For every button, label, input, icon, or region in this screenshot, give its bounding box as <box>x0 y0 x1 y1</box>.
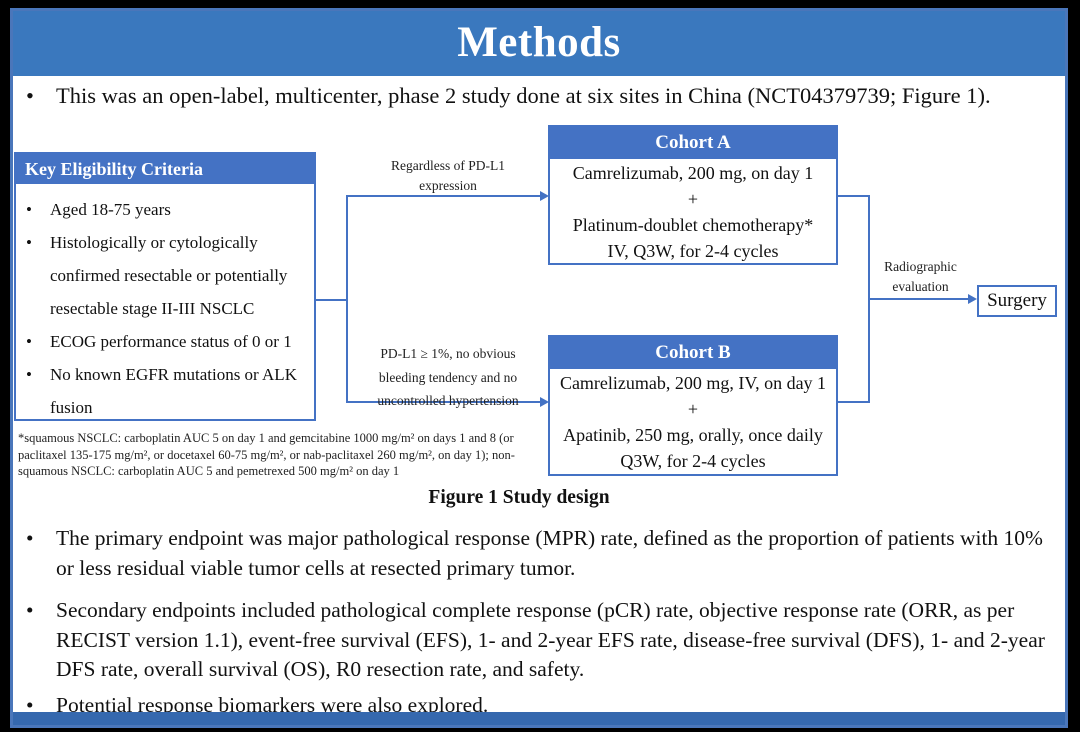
connector-cohort-a-out <box>838 195 868 197</box>
intro-bullet: • This was an open-label, multicenter, p… <box>23 81 1051 111</box>
cohort-a-box: Cohort A Camrelizumab, 200 mg, on day 1 … <box>548 125 838 265</box>
slide: Methods • This was an open-label, multic… <box>10 8 1068 728</box>
page-title: Methods <box>457 19 621 66</box>
cohort-a-line: Camrelizumab, 200 mg, on day 1 <box>572 163 814 183</box>
eligibility-item: • ECOG performance status of 0 or 1 <box>26 325 310 358</box>
primary-endpoint-bullet: • The primary endpoint was major patholo… <box>23 524 1047 583</box>
eligibility-header: Key Eligibility Criteria <box>16 154 314 184</box>
eligibility-item-text: ECOG performance status of 0 or 1 <box>50 332 292 351</box>
secondary-endpoint-text: Secondary endpoints included pathologica… <box>56 598 1045 681</box>
cohort-b-line: Apatinib, 250 mg, orally, once daily <box>563 425 823 445</box>
eligibility-item-text: Histologically or cytologically confirme… <box>50 233 288 318</box>
bullet-icon: • <box>26 693 34 717</box>
radiographic-evaluation-label: Radiographic evaluation <box>884 259 957 294</box>
connector-cohort-b-out <box>838 401 868 403</box>
eligibility-item-text: Aged 18-75 years <box>50 200 171 219</box>
bullet-icon: • <box>26 598 34 622</box>
connector-branch-vertical <box>346 195 348 403</box>
cohort-b-line: + <box>687 399 699 419</box>
connector-eligibility-out <box>316 299 346 301</box>
cohort-a-line: Platinum-doublet chemotherapy* <box>572 215 814 235</box>
cohort-b-box: Cohort B Camrelizumab, 200 mg, IV, on da… <box>548 335 838 476</box>
connector-to-cohort-a <box>346 195 540 197</box>
chemotherapy-footnote: *squamous NSCLC: carboplatin AUC 5 on da… <box>18 431 515 478</box>
cohort-a-header: Cohort A <box>550 127 836 159</box>
eligibility-item: • Aged 18-75 years <box>26 193 310 226</box>
slide-title-banner: Methods <box>13 11 1065 76</box>
primary-endpoint-text: The primary endpoint was major pathologi… <box>56 526 1043 580</box>
bullet-icon: • <box>26 365 32 384</box>
cohort-b-line: Camrelizumab, 200 mg, IV, on day 1 <box>559 373 827 393</box>
arrowhead-right-icon <box>540 191 549 201</box>
eligibility-box: Key Eligibility Criteria • Aged 18-75 ye… <box>14 152 316 421</box>
cohort-a-body: Camrelizumab, 200 mg, on day 1 + Platinu… <box>550 159 836 264</box>
bullet-icon: • <box>26 83 34 108</box>
bullet-icon: • <box>26 200 32 219</box>
cohort-a-line: IV, Q3W, for 2-4 cycles <box>607 241 779 261</box>
cohort-b-body: Camrelizumab, 200 mg, IV, on day 1 + Apa… <box>550 369 836 474</box>
bullet-icon: • <box>26 233 32 252</box>
bullet-icon: • <box>26 526 34 550</box>
surgery-box: Surgery <box>977 285 1057 317</box>
branch-label-top: Regardless of PD-L1 expression <box>391 158 505 193</box>
arrowhead-right-icon <box>968 294 977 304</box>
bullet-icon: • <box>26 332 32 351</box>
arrowhead-right-icon <box>540 397 549 407</box>
eligibility-item-text: No known EGFR mutations or ALK fusion <box>50 365 297 417</box>
intro-bullet-text: This was an open-label, multicenter, pha… <box>56 83 991 108</box>
figure-caption: Figure 1 Study design <box>428 487 610 508</box>
cohort-b-line: Q3W, for 2-4 cycles <box>620 451 766 471</box>
branch-label-bottom: PD-L1 ≥ 1%, no obvious bleeding tendency… <box>377 346 519 408</box>
eligibility-list: • Aged 18-75 years • Histologically or c… <box>16 184 314 424</box>
eligibility-item: • Histologically or cytologically confir… <box>26 226 310 325</box>
cohort-b-header: Cohort B <box>550 337 836 369</box>
connector-to-cohort-b <box>346 401 540 403</box>
surgery-label: Surgery <box>987 290 1047 311</box>
bottom-accent-bar <box>13 712 1065 725</box>
connector-to-surgery <box>868 298 968 300</box>
eligibility-item: • No known EGFR mutations or ALK fusion <box>26 358 310 424</box>
secondary-endpoint-bullet: • Secondary endpoints included pathologi… <box>23 596 1047 685</box>
cohort-a-line: + <box>687 189 699 209</box>
